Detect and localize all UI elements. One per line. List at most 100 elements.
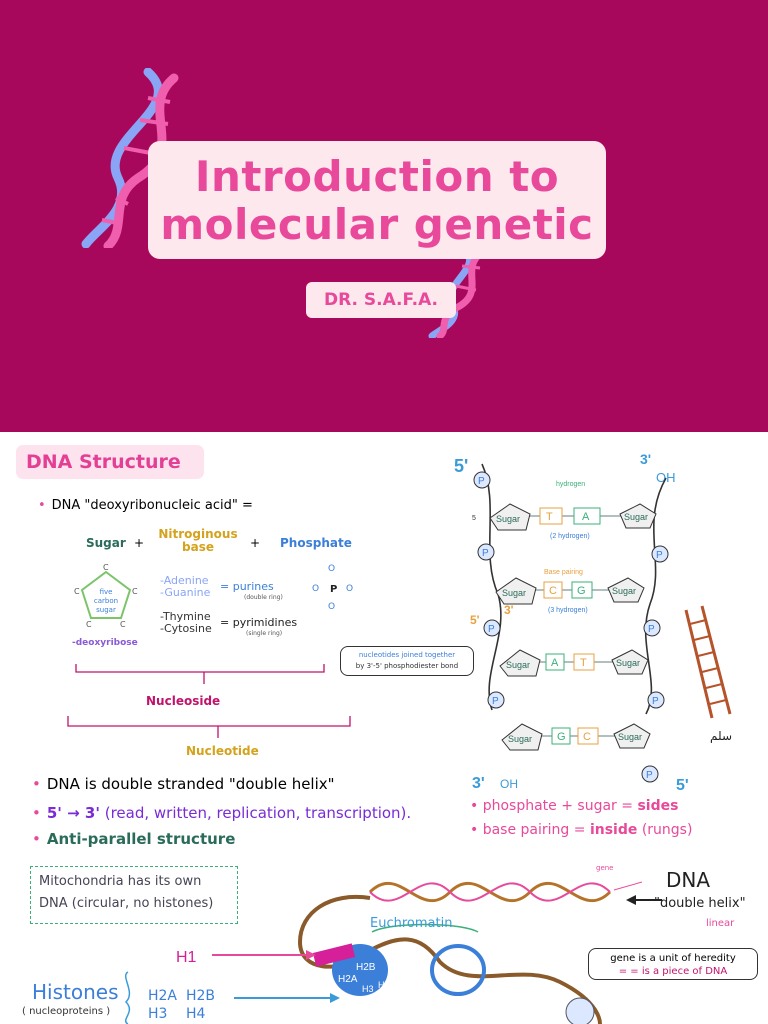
phosphate-o: O (346, 584, 354, 594)
purines-note: (double ring) (244, 594, 283, 601)
bullet-double-helix: •DNA is double stranded "double helix" (32, 775, 335, 793)
pyrimidines-note: (single ring) (246, 630, 283, 637)
gene-note-line: = = is a piece of DNA (618, 966, 728, 977)
mito-line: DNA (circular, no histones) (39, 896, 214, 911)
bullet-text: DNA is double stranded "double helix" (46, 775, 335, 793)
author-badge: DR. S.A.F.A. (306, 282, 456, 318)
sugar-node: Sugar (508, 734, 532, 744)
bracket-lines (67, 664, 351, 738)
h2b-node: H2B (356, 962, 376, 973)
sugar-node: Sugar (612, 586, 636, 596)
label-3-prime-bottom: 3' (472, 775, 485, 792)
phosphate-node: P (482, 548, 489, 559)
h4-label: H4 (186, 1006, 206, 1022)
double-helix-label: "double helix" (654, 896, 746, 911)
label-oh: OH (656, 470, 676, 485)
mid-3-label: 3' (504, 603, 514, 617)
dna-ladder-diagram: 5' 3' OH P P P P P P P P Sugar Sugar Sug… (454, 451, 732, 794)
gene-tag: gene (596, 864, 614, 872)
sugar-node: Sugar (506, 660, 530, 670)
linear-label: linear (706, 918, 735, 929)
summary-text: base pairing = (482, 822, 586, 838)
dna-helix-icon (81, 68, 179, 248)
label-3-prime: 3' (640, 451, 651, 467)
pentagon-label: five carbon sugar (93, 588, 119, 614)
carbon-label: C (120, 620, 126, 629)
bullet-icon: • (470, 798, 479, 814)
phosphate-node: P (648, 624, 655, 635)
sugar-node: Sugar (502, 588, 526, 598)
phosphate-node: P (492, 696, 499, 707)
label-5-prime: 5' (454, 456, 468, 476)
h2b-label: H2B (186, 988, 216, 1004)
bullet-icon: • (32, 830, 41, 848)
sugar-node: Sugar (496, 514, 520, 524)
section-title: DNA Structure (16, 445, 204, 479)
summary-text: (rungs) (641, 822, 693, 838)
phosphate-node: P (656, 550, 663, 561)
small-5-label: 5 (472, 515, 476, 522)
phosphate-o: O (312, 584, 320, 594)
hydrogen-label: hydrogen (556, 481, 585, 488)
label-5-prime-bottom: 5' (676, 777, 689, 794)
thymine-label: -Thymine (160, 610, 211, 623)
bullet-anti-parallel: •Anti-parallel structure (32, 830, 235, 848)
ladder-icon (684, 605, 732, 719)
two-hydrogen-label: (2 hydrogen) (550, 533, 590, 540)
summary-line-2: • base pairing = inside (rungs) (470, 822, 692, 838)
nucleoproteins-label: ( nucleoproteins ) (22, 1006, 111, 1017)
purines-label: = purines (220, 580, 274, 593)
mito-note: Mitochondria has its own DNA (circular, … (30, 866, 238, 924)
phosphate-node: P (646, 770, 653, 781)
phosphate-p: P (330, 584, 338, 595)
carbon-label: C (74, 587, 80, 596)
cytosine-label: -Cytosine (160, 622, 212, 635)
base-node: A (551, 657, 559, 669)
phosphate-node: P (478, 476, 485, 487)
summary-keyword: sides (637, 798, 679, 814)
base-pairing-label: Base pairing (544, 569, 583, 576)
pyrimidines-label: = pyrimidines (220, 616, 298, 629)
base-node: G (557, 731, 566, 743)
base-node: C (549, 585, 557, 597)
pentagon-icon (80, 570, 132, 619)
h4-node: H4 (378, 980, 390, 990)
sugar-node: Sugar (624, 512, 648, 522)
sugar-node: Sugar (618, 732, 642, 742)
bullet-icon: • (470, 822, 479, 838)
gene-note: gene is a unit of heredity = = is a piec… (588, 948, 758, 980)
title-line-1: Introduction to (194, 152, 560, 201)
direction-label: 5' → 3' (46, 804, 100, 822)
title-line-2: molecular genetic (160, 200, 594, 249)
summary-line-1: • phosphate + sugar = sides (470, 798, 678, 814)
chromatin-diagram: H1 H2B H2A H3 H4 (124, 881, 662, 1024)
phosphate-label: Phosphate (280, 536, 352, 550)
phosphate-o: O (328, 602, 336, 612)
guanine-label: -Guanine (160, 586, 211, 599)
nucleotide-label: Nucleotide (186, 744, 259, 758)
label-oh-bottom: OH (500, 777, 518, 791)
nucleotides-note: nucleotides joined together by 3'-5' pho… (340, 646, 474, 676)
dna-label: DNA (666, 868, 711, 892)
base-node: A (582, 511, 590, 523)
base-label: Nitroginous base (158, 527, 238, 554)
bullet-text: (read, written, replication, transcripti… (104, 804, 412, 822)
histones-label: Histones (32, 980, 119, 1004)
base-node: T (546, 511, 553, 523)
bullet-icon: • (32, 804, 41, 822)
sugar-node: Sugar (616, 658, 640, 668)
definition-line: •DNA "deoxyribonucleic acid" = (38, 498, 253, 513)
bullet-icon: • (38, 498, 46, 513)
base-node: C (583, 731, 591, 743)
carbon-label: C (103, 563, 109, 572)
note-line: nucleotides joined together (358, 651, 456, 659)
summary-keyword: inside (589, 822, 638, 838)
plus-sign: + (250, 536, 261, 550)
base-node: G (577, 585, 586, 597)
summary-text: phosphate + sugar = (482, 798, 633, 814)
carbon-label: C (86, 620, 92, 629)
deoxyribose-label: -deoxyribose (72, 638, 138, 648)
note-line: by 3'-5' phosphodiester bond (355, 662, 459, 670)
nucleoside-label: Nucleoside (146, 694, 221, 708)
three-hydrogen-label: (3 hydrogen) (548, 607, 588, 614)
